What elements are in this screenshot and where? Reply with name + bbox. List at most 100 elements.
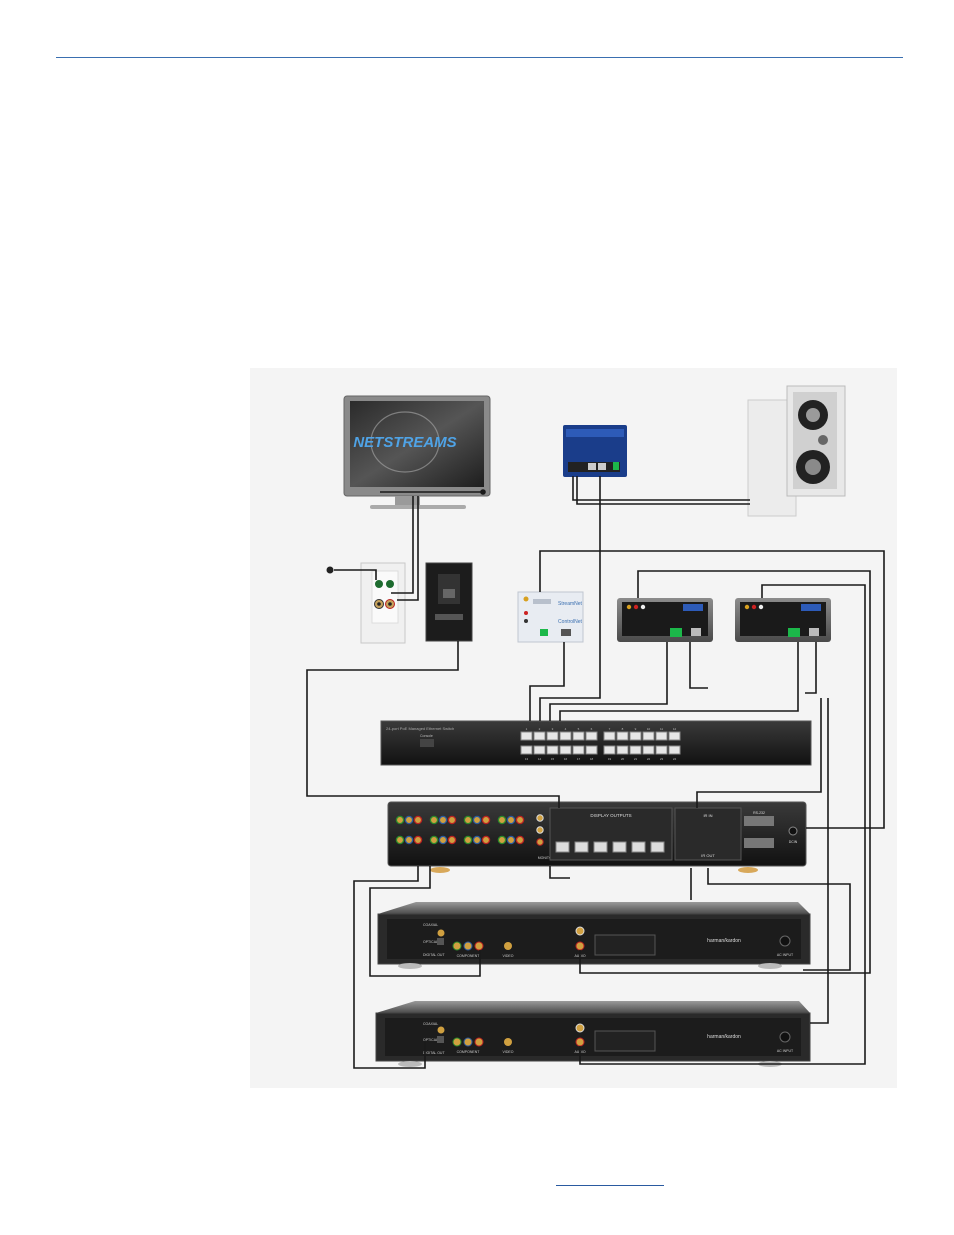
switch-port-number: 20 xyxy=(621,757,625,761)
switch-port xyxy=(559,745,572,755)
hub-rca-jack xyxy=(395,835,405,845)
dvd2-component-label: COMPONENT xyxy=(457,1050,481,1054)
switch-port xyxy=(585,731,598,741)
switch-port xyxy=(546,745,559,755)
dvd1-ac-label: AC INPUT xyxy=(777,953,794,957)
hub-rca-jack xyxy=(515,835,525,845)
dvd1-coaxial-label: COAXIAL xyxy=(423,923,438,927)
hub-rca-jack xyxy=(438,835,448,845)
switch-port xyxy=(616,731,629,741)
hub-rca-jack xyxy=(395,815,405,825)
hub-rca-jack xyxy=(481,815,491,825)
switch-port-number: 13 xyxy=(525,757,529,761)
switch-port xyxy=(642,745,655,755)
switch-port xyxy=(520,731,533,741)
hub-monitor-jack xyxy=(536,838,544,846)
hub-monitor-jack xyxy=(536,814,544,822)
tv-logo: NETSTREAMS xyxy=(353,434,456,451)
switch-port-number: 16 xyxy=(564,757,568,761)
ethernet-switch: 24-port PoE Managed Ethernet Switch Cons… xyxy=(380,720,812,766)
hub-display-label: DISPLAY OUTPUTS xyxy=(590,813,631,818)
cabling xyxy=(306,476,885,1069)
in-wall-speaker xyxy=(747,385,846,517)
switch-port-number: 24 xyxy=(673,757,677,761)
switch-port xyxy=(559,731,572,741)
hub-display-port xyxy=(631,841,646,853)
switch-port xyxy=(642,731,655,741)
switch-port-number: 11 xyxy=(660,727,663,731)
dvd1-brand: harman/kardon xyxy=(707,938,741,944)
hub-display-port xyxy=(612,841,627,853)
hub-rca-jack xyxy=(506,815,516,825)
av-wall-plate xyxy=(360,562,406,644)
switch-port xyxy=(603,731,616,741)
hub-rca-jack xyxy=(404,835,414,845)
switch-port-number: 19 xyxy=(608,757,612,761)
media-player-module-2 xyxy=(735,598,831,642)
hub-rca-jack xyxy=(447,835,457,845)
switch-port-number: 10 xyxy=(647,727,651,731)
switch-port-number: 1 xyxy=(526,727,528,731)
hub-rca-jack xyxy=(413,835,423,845)
switch-port-number: 8 xyxy=(622,727,624,731)
ir-receiver xyxy=(326,566,334,574)
dvd1-optical-label: OPTICAL xyxy=(423,940,438,944)
dvd1-digital-out-label: DIGITAL OUT xyxy=(423,953,445,957)
av-matrix-hub: MONITOR DISPLAY OUTPUTS IR IN IR OUT RS-… xyxy=(387,801,807,873)
hub-rca-jack xyxy=(472,815,482,825)
switch-port xyxy=(585,745,598,755)
hub-display-port xyxy=(574,841,589,853)
hub-power-label: DCIN xyxy=(789,840,798,844)
switch-port-number: 17 xyxy=(577,757,581,761)
amplifier-module xyxy=(563,425,627,477)
switch-port xyxy=(668,745,681,755)
hub-rca-jack xyxy=(497,815,507,825)
hub-ir-out-label: IR OUT xyxy=(701,853,715,858)
hub-display-port xyxy=(593,841,608,853)
switch-port-number: 2 xyxy=(539,727,541,731)
hub-rca-jack xyxy=(429,835,439,845)
switch-port-number: 5 xyxy=(578,727,580,731)
hub-rca-jack xyxy=(497,835,507,845)
hub-display-port xyxy=(555,841,570,853)
hub-rca-jack xyxy=(413,815,423,825)
media-player-module-1 xyxy=(617,598,713,642)
footer-link-underline[interactable] xyxy=(556,1185,664,1186)
hub-rca-jack xyxy=(506,835,516,845)
switch-port-number: 12 xyxy=(673,727,677,731)
switch-console-label: Console xyxy=(420,734,433,738)
dvd-player-2: COAXIAL OPTICAL DIGITAL OUT COMPONENT VI… xyxy=(375,1001,811,1067)
hub-monitor-label: MONITOR xyxy=(538,856,555,860)
switch-port-number: 15 xyxy=(551,757,555,761)
hub-rca-jack xyxy=(429,815,439,825)
switch-port xyxy=(629,731,642,741)
television: NETSTREAMS xyxy=(343,395,491,509)
hub-rs232-label: RS-232 xyxy=(753,811,765,815)
hub-display-port xyxy=(650,841,665,853)
switch-port-number: 23 xyxy=(660,757,664,761)
switch-port xyxy=(533,731,546,741)
switch-port-number: 7 xyxy=(609,727,611,731)
switch-port xyxy=(668,731,681,741)
switch-port-number: 9 xyxy=(635,727,637,731)
switch-port-number: 6 xyxy=(591,727,593,731)
dvd2-video-label: VIDEO xyxy=(503,1050,514,1054)
switch-port-number: 4 xyxy=(565,727,567,731)
network-wall-plate xyxy=(425,562,473,642)
hub-rca-jack xyxy=(463,835,473,845)
hub-rca-jack xyxy=(463,815,473,825)
hub-rca-jack xyxy=(447,815,457,825)
hub-rca-jack xyxy=(472,835,482,845)
wallplate-brand: StreamNet xyxy=(558,601,583,607)
dvd1-component-label: COMPONENT xyxy=(457,954,481,958)
switch-port xyxy=(655,731,668,741)
switch-port-number: 21 xyxy=(634,757,638,761)
switch-port-number: 3 xyxy=(552,727,554,731)
dvd2-coaxial-label: COAXIAL xyxy=(423,1022,438,1026)
dvd1-video-label: VIDEO xyxy=(503,954,514,958)
switch-port xyxy=(546,731,559,741)
switch-port xyxy=(616,745,629,755)
dvd2-brand: harman/kardon xyxy=(707,1034,741,1040)
dvd-player-1: COAXIAL OPTICAL DIGITAL OUT COMPONENT VI… xyxy=(377,902,811,969)
